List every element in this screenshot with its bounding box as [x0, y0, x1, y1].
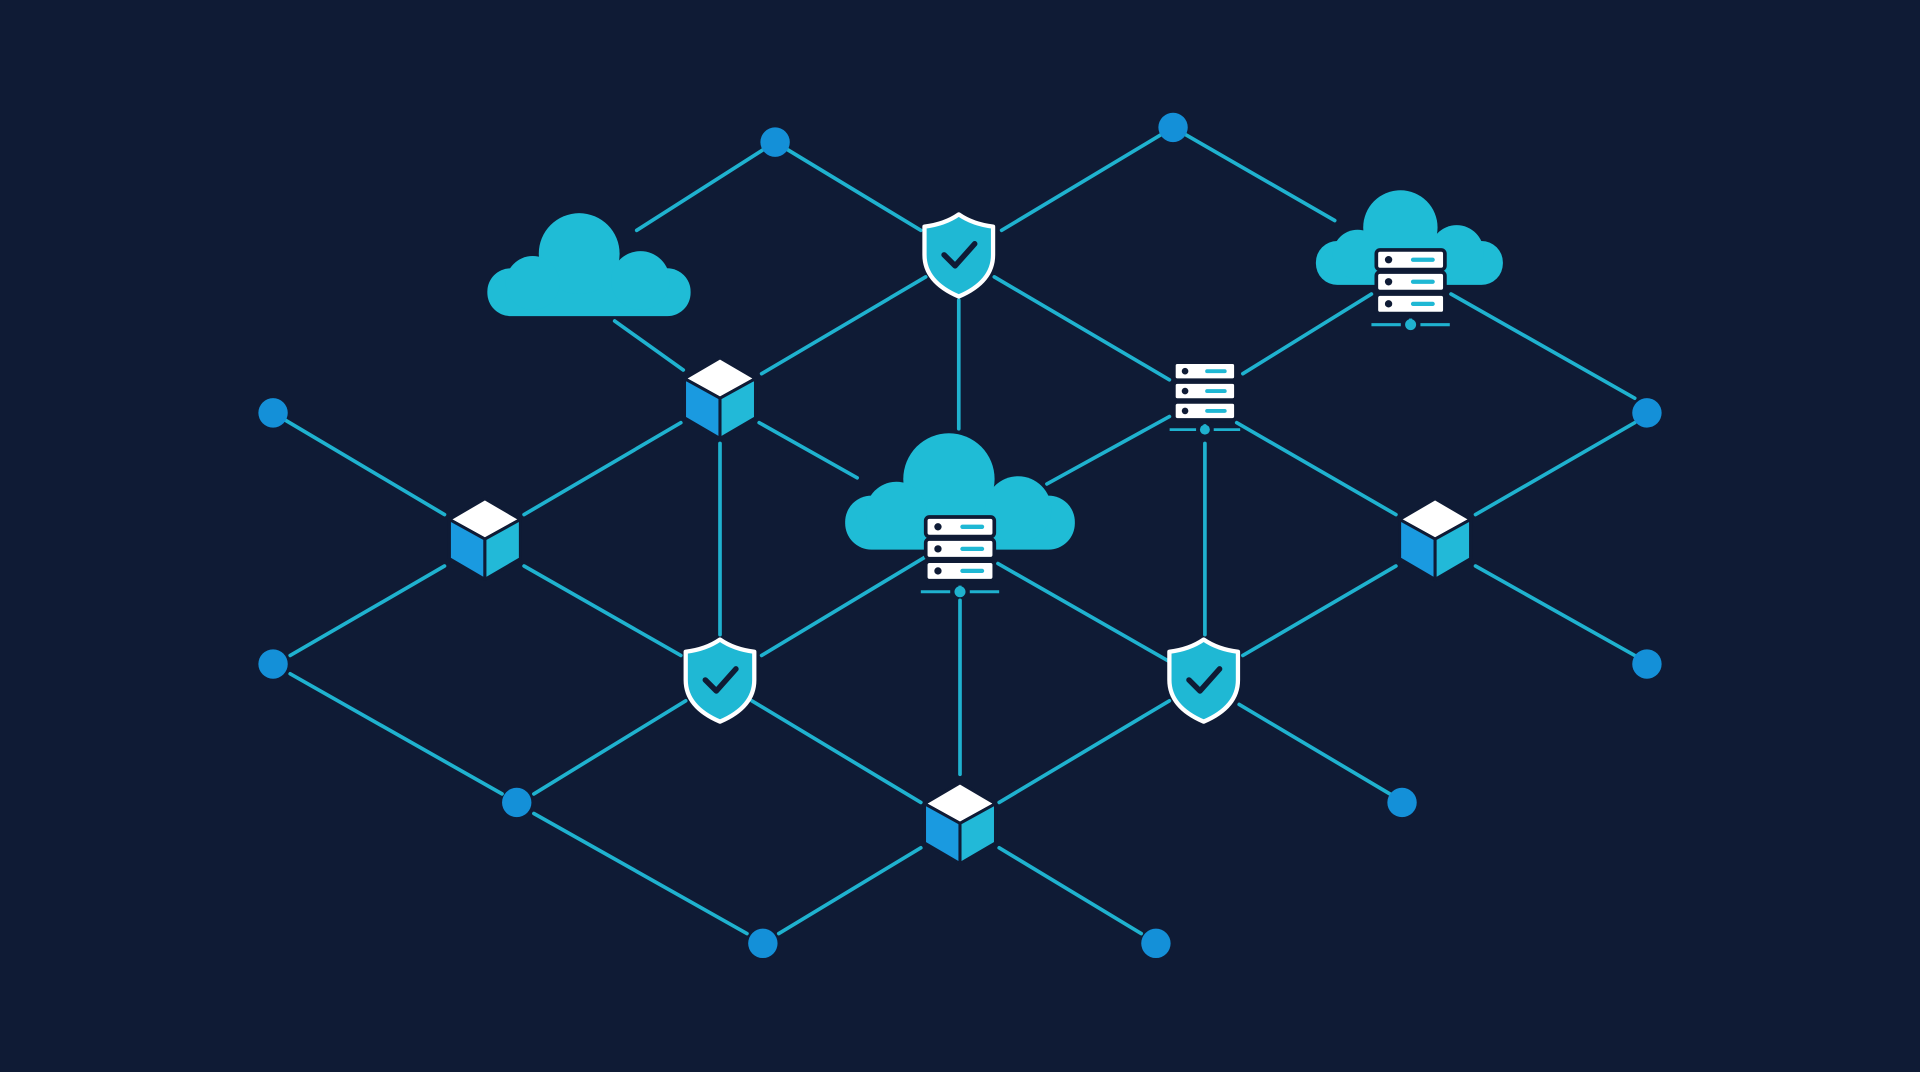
connection-line [757, 420, 859, 480]
network-node-icon [1141, 928, 1171, 959]
connection-line [1449, 292, 1637, 401]
cloud-puff [1363, 190, 1438, 265]
connection-line [992, 275, 1172, 382]
nodes [258, 112, 1662, 959]
cube-right-face [483, 517, 522, 582]
connection-line [759, 275, 928, 376]
network-node-icon [1632, 649, 1662, 679]
cloud-puff [1332, 229, 1383, 280]
connection-line [612, 319, 686, 372]
server-base-node [1199, 424, 1210, 435]
network-node-icon [502, 787, 532, 818]
check-icon [702, 666, 739, 694]
check-icon [1186, 666, 1223, 694]
server-unit [1172, 380, 1238, 402]
server-unit [1172, 360, 1238, 382]
network-node-icon [748, 928, 778, 959]
connection-line [1241, 564, 1398, 658]
network-node-icon [1158, 112, 1188, 143]
connection-line [634, 140, 777, 233]
server-unit [1374, 248, 1447, 272]
server-base-node [954, 586, 966, 598]
server-unit [1374, 292, 1447, 316]
server-unit [923, 559, 997, 583]
server-led [1384, 256, 1393, 264]
connection-line [773, 140, 923, 233]
cloud-puff [903, 433, 995, 525]
connection-line [750, 698, 923, 805]
connection-line [271, 411, 447, 517]
server-led [934, 523, 942, 531]
connection-line [996, 561, 1172, 664]
connection-line [1473, 420, 1637, 517]
connection-line [1473, 564, 1637, 658]
cube-icon [922, 781, 998, 866]
connection-line [288, 671, 504, 796]
shield-body [922, 212, 996, 299]
shield-body [683, 637, 757, 724]
server-rack-icon [920, 515, 1000, 598]
server-led [934, 545, 942, 553]
connection-line [997, 845, 1144, 936]
server-led [934, 567, 942, 575]
connection-line [532, 811, 749, 936]
shield-body [1167, 637, 1241, 724]
connection-line [532, 698, 688, 796]
server-led [1181, 367, 1189, 375]
server-led [1384, 278, 1393, 286]
connection-line [776, 845, 923, 936]
server-led [1181, 407, 1189, 415]
server-rack-icon [1371, 248, 1450, 331]
shield-check-icon [922, 212, 996, 299]
cube-right-face [1433, 517, 1473, 582]
cloud-icon [487, 213, 691, 317]
cube-icon [682, 356, 758, 441]
connection-line [522, 564, 683, 658]
connection-line [1045, 414, 1172, 486]
connection-line [999, 125, 1175, 233]
cloud-puff [865, 481, 927, 543]
server-unit [1172, 400, 1238, 422]
server-led [1384, 300, 1393, 308]
connection-line [1234, 420, 1398, 517]
connection-line [1171, 125, 1337, 223]
network-node-icon [1632, 398, 1662, 428]
connection-line [759, 555, 927, 658]
cube-icon [447, 497, 522, 582]
edges [271, 125, 1637, 936]
cube-right-face [958, 802, 998, 866]
connection-line [288, 564, 447, 658]
network-node-icon [1387, 787, 1417, 818]
server-base-node [1405, 319, 1417, 331]
connection-line [997, 698, 1172, 805]
server-rack-icon [1169, 360, 1241, 435]
server-unit [923, 537, 997, 561]
connection-line [1237, 702, 1392, 796]
connection-line [522, 420, 683, 517]
server-led [1181, 387, 1189, 395]
cloud-puff [538, 213, 620, 295]
cloud-puff [611, 251, 670, 310]
network-node-icon [258, 649, 288, 679]
cloud-puff [505, 256, 560, 310]
server-unit [923, 515, 997, 539]
check-icon [941, 241, 978, 269]
cube-right-face [718, 377, 758, 441]
connection-line [1241, 292, 1374, 376]
cloud-puff [984, 476, 1052, 543]
server-unit [1374, 270, 1447, 294]
network-node-icon [258, 398, 288, 428]
network-node-icon [760, 127, 790, 157]
shield-check-icon [683, 637, 757, 724]
shield-check-icon [1167, 637, 1241, 724]
cube-icon [1398, 497, 1473, 582]
